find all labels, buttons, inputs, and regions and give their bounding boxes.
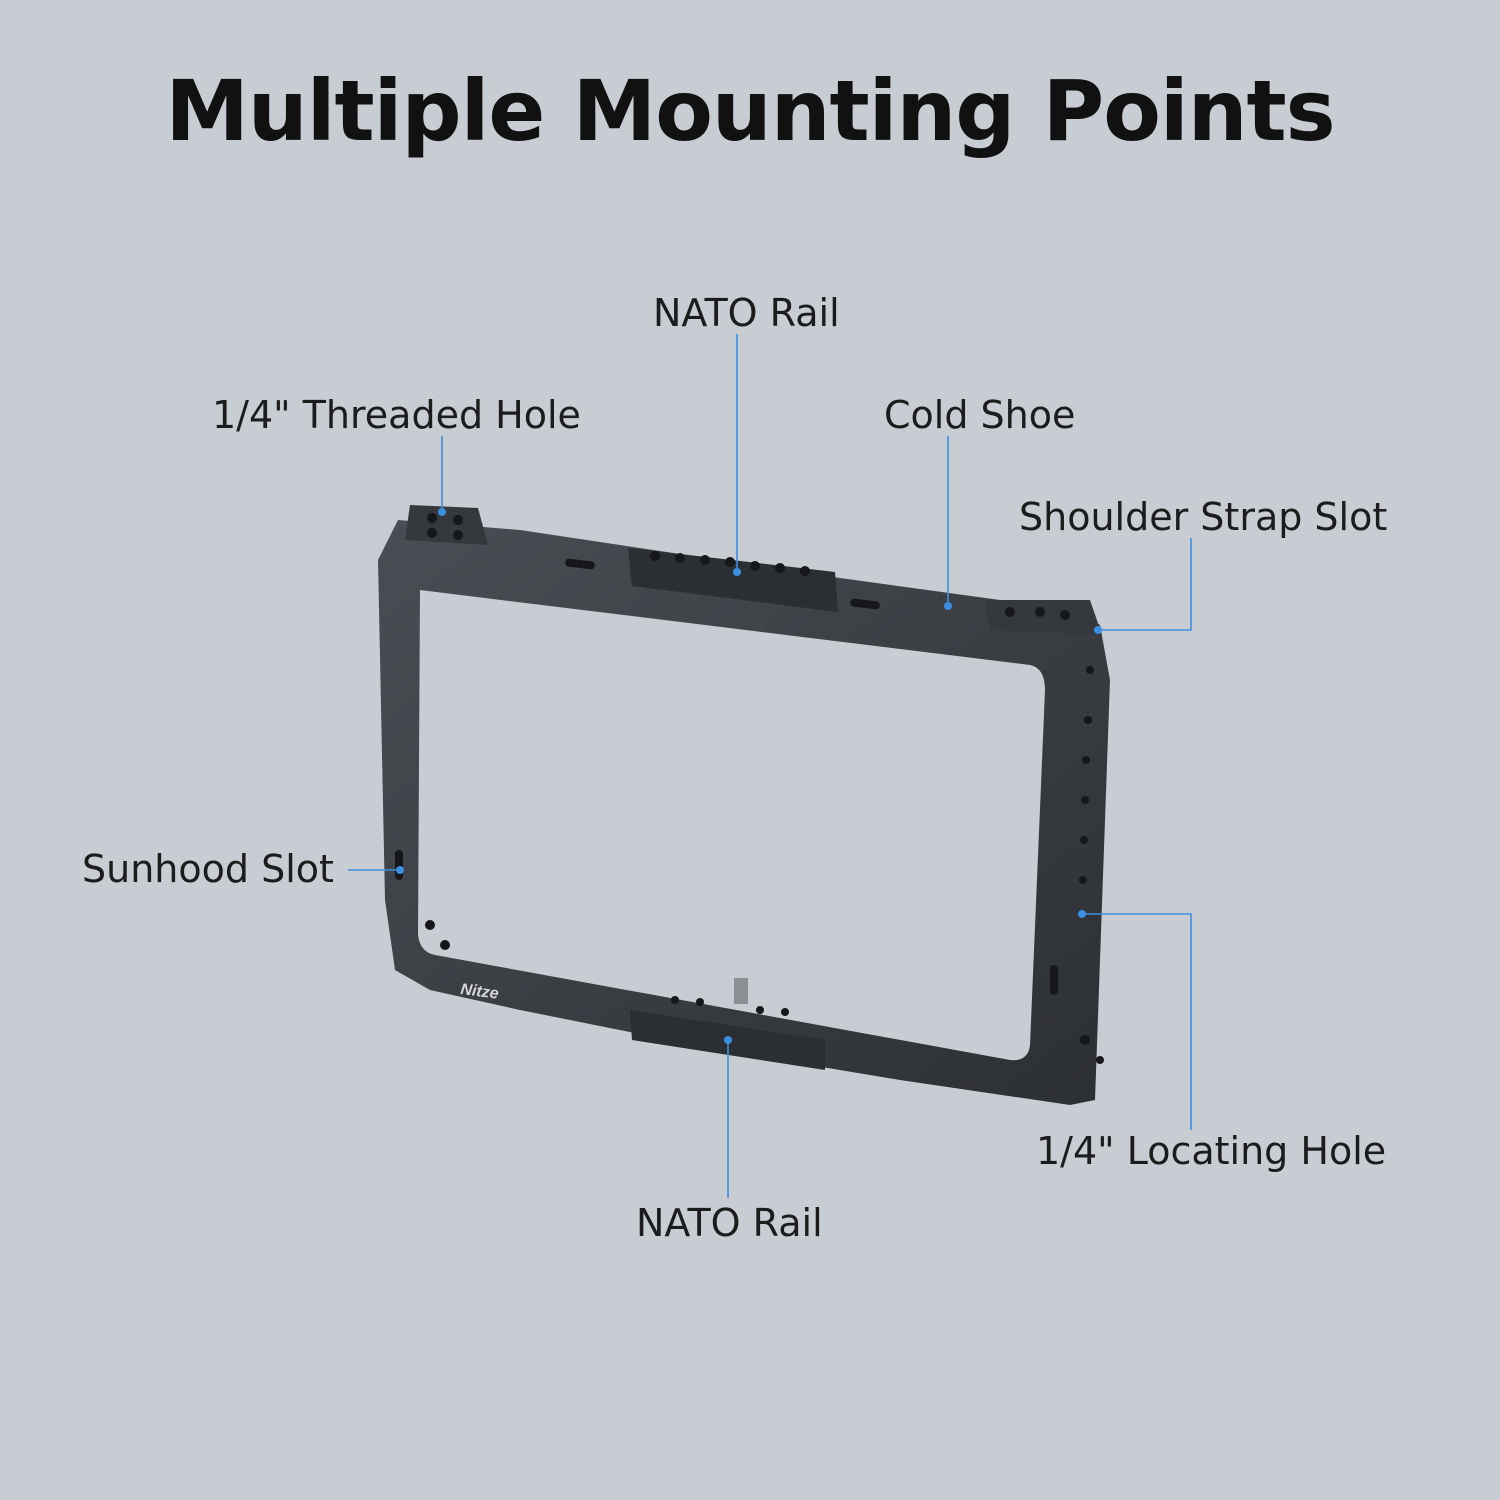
- label-nato-rail-bottom: NATO Rail: [636, 1201, 823, 1245]
- leader-dots: [396, 508, 1102, 1044]
- top-right-corner-block: [985, 600, 1102, 635]
- label-nato-rail-top: NATO Rail: [653, 291, 840, 335]
- leader-locating-hole: [1082, 913, 1192, 1130]
- top-rail-block: [628, 548, 838, 612]
- leader-shoulder-strap: [1098, 538, 1192, 631]
- cage-frame: [378, 520, 1110, 1105]
- label-threaded-hole: 1/4" Threaded Hole: [212, 393, 581, 437]
- strap-slots: [395, 558, 1058, 995]
- label-sunhood-slot: Sunhood Slot: [82, 847, 334, 891]
- label-shoulder-strap-slot: Shoulder Strap Slot: [1019, 495, 1388, 539]
- label-cold-shoe: Cold Shoe: [884, 393, 1076, 437]
- brand-logo: Nitze: [460, 981, 500, 1003]
- page-title: Multiple Mounting Points: [165, 62, 1335, 160]
- mounting-holes: [425, 513, 1104, 1064]
- leader-lines: [348, 334, 1192, 1198]
- screw: [734, 978, 748, 1004]
- label-locating-hole: 1/4" Locating Hole: [1036, 1129, 1387, 1173]
- top-left-corner-block: [405, 505, 488, 545]
